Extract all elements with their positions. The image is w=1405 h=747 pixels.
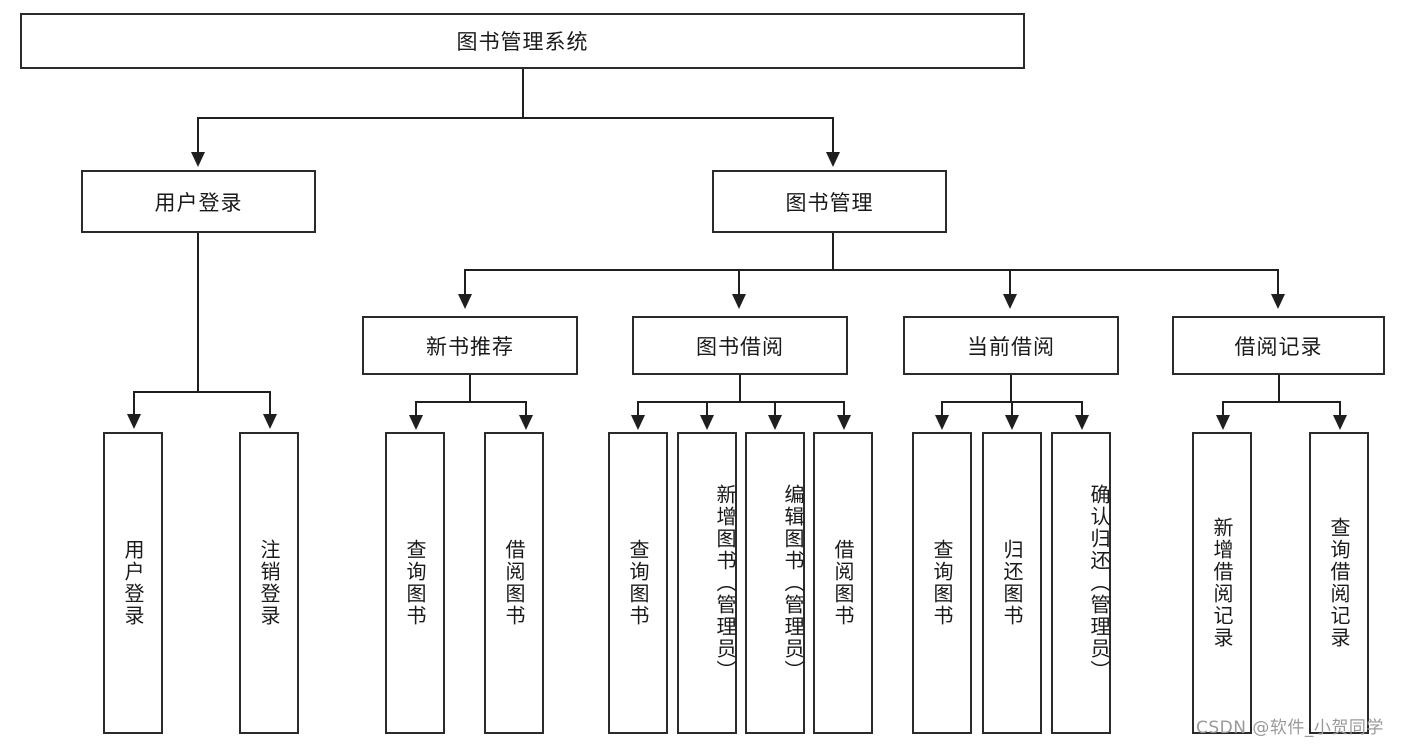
- edge-user-login-bus: [133, 391, 269, 393]
- edge-bm-to-new-book: [464, 269, 466, 296]
- edge-bb-to-leaf-3: [774, 401, 776, 417]
- arrow-bm-to-current-borrow: [1003, 294, 1017, 309]
- leaf-current-borrow-query-book[interactable]: 查询图书: [912, 432, 972, 734]
- edge-user-login-to-leaf-2: [269, 391, 271, 416]
- edge-bb-to-leaf-2: [706, 401, 708, 417]
- node-current-borrow[interactable]: 当前借阅: [903, 316, 1119, 375]
- edge-bb-to-leaf-4: [843, 401, 845, 417]
- leaf-book-borrow-edit-book-admin[interactable]: 编辑图书（管理员）: [745, 432, 805, 734]
- node-label: 新增图书（管理员）: [713, 484, 737, 682]
- arrow-cb-to-leaf-2: [1005, 415, 1019, 430]
- arrow-bm-to-book-borrow: [732, 294, 746, 309]
- node-label: 新增借阅记录: [1210, 517, 1234, 649]
- arrow-root-to-user-login: [191, 152, 205, 167]
- csdn-watermark: CSDN @软件_小贺同学: [1196, 718, 1384, 738]
- node-book-management[interactable]: 图书管理: [712, 170, 947, 233]
- leaf-book-borrow-borrow-book[interactable]: 借阅图书: [813, 432, 873, 734]
- edge-br-to-leaf-1: [1222, 401, 1224, 417]
- node-label: 查询借阅记录: [1327, 517, 1351, 649]
- node-label: 借阅记录: [1234, 334, 1323, 359]
- leaf-user-login-logout[interactable]: 注销登录: [239, 432, 299, 734]
- node-label: 用户登录: [121, 539, 145, 627]
- arrow-bb-to-leaf-4: [837, 415, 851, 430]
- edge-nb-to-leaf-2: [525, 401, 527, 417]
- edge-user-login-to-leaf-1: [133, 391, 135, 416]
- node-label: 图书借阅: [696, 334, 784, 359]
- node-label: 注销登录: [257, 539, 281, 627]
- arrow-cb-to-leaf-3: [1075, 415, 1089, 430]
- edge-user-login-stem: [197, 233, 199, 393]
- leaf-current-borrow-return-book[interactable]: 归还图书: [982, 432, 1042, 734]
- edge-new-book-stem: [469, 375, 471, 403]
- arrow-br-to-leaf-2: [1333, 415, 1347, 430]
- arrow-nb-to-leaf-2: [519, 415, 533, 430]
- leaf-new-book-query-book[interactable]: 查询图书: [385, 432, 445, 734]
- node-label: 借阅图书: [502, 539, 526, 627]
- arrow-br-to-leaf-1: [1216, 415, 1230, 430]
- edge-new-book-bus: [415, 401, 525, 403]
- edge-borrow-records-bus: [1222, 401, 1339, 403]
- edge-book-borrow-bus: [637, 401, 843, 403]
- leaf-book-borrow-add-book-admin[interactable]: 新增图书（管理员）: [677, 432, 737, 734]
- node-label: 查询图书: [403, 539, 427, 627]
- node-label: 确认归还（管理员）: [1087, 484, 1111, 682]
- arrow-bb-to-leaf-3: [768, 415, 782, 430]
- arrow-bb-to-leaf-1: [631, 415, 645, 430]
- node-label: 图书管理系统: [456, 30, 589, 54]
- node-label: 编辑图书（管理员）: [781, 484, 805, 682]
- node-label: 查询图书: [626, 539, 650, 627]
- arrow-nb-to-leaf-1: [409, 415, 423, 430]
- arrow-user-login-to-leaf-1: [127, 414, 141, 429]
- node-user-login[interactable]: 用户登录: [81, 170, 316, 233]
- edge-root-to-book-management: [832, 117, 834, 153]
- edge-root-to-user-login: [197, 117, 199, 153]
- arrow-user-login-to-leaf-2: [263, 414, 277, 429]
- node-label: 当前借阅: [967, 334, 1055, 359]
- edge-br-to-leaf-2: [1339, 401, 1341, 417]
- node-new-book-recommend[interactable]: 新书推荐: [362, 316, 578, 375]
- node-label: 新书推荐: [426, 334, 514, 359]
- node-root-book-management-system[interactable]: 图书管理系统: [20, 13, 1025, 69]
- node-label: 借阅图书: [831, 539, 855, 627]
- node-label: 图书管理: [785, 190, 874, 215]
- edge-current-borrow-stem: [1010, 375, 1012, 403]
- node-borrow-records[interactable]: 借阅记录: [1172, 316, 1385, 375]
- arrow-bm-to-new-book: [458, 294, 472, 309]
- edge-root-stem: [522, 69, 524, 117]
- node-label: 归还图书: [1000, 539, 1024, 627]
- edge-book-management-stem: [832, 233, 834, 271]
- edge-bb-to-leaf-1: [637, 401, 639, 417]
- node-label: 用户登录: [154, 190, 243, 215]
- arrow-bb-to-leaf-2: [700, 415, 714, 430]
- leaf-new-book-borrow-book[interactable]: 借阅图书: [484, 432, 544, 734]
- leaf-current-borrow-confirm-return-admin[interactable]: 确认归还（管理员）: [1051, 432, 1111, 734]
- node-label: 查询图书: [930, 539, 954, 627]
- edge-borrow-records-stem: [1278, 375, 1280, 403]
- node-book-borrow[interactable]: 图书借阅: [632, 316, 848, 375]
- arrow-bm-to-borrow-records: [1271, 294, 1285, 309]
- arrow-cb-to-leaf-1: [935, 415, 949, 430]
- edge-book-management-bus: [464, 269, 1278, 271]
- leaf-book-borrow-query-book[interactable]: 查询图书: [608, 432, 668, 734]
- edge-bm-to-book-borrow: [738, 269, 740, 296]
- edge-bm-to-current-borrow: [1009, 269, 1011, 296]
- edge-root-bus: [197, 117, 834, 119]
- edge-cb-to-leaf-1: [941, 401, 943, 417]
- leaf-user-login-login[interactable]: 用户登录: [103, 432, 163, 734]
- edge-book-borrow-stem: [739, 375, 741, 403]
- edge-nb-to-leaf-1: [415, 401, 417, 417]
- leaf-borrow-records-query-record[interactable]: 查询借阅记录: [1309, 432, 1369, 734]
- arrow-root-to-book-management: [826, 152, 840, 167]
- leaf-borrow-records-add-record[interactable]: 新增借阅记录: [1192, 432, 1252, 734]
- edge-cb-to-leaf-2: [1011, 401, 1013, 417]
- edge-cb-to-leaf-3: [1081, 401, 1083, 417]
- edge-bm-to-borrow-records: [1277, 269, 1279, 296]
